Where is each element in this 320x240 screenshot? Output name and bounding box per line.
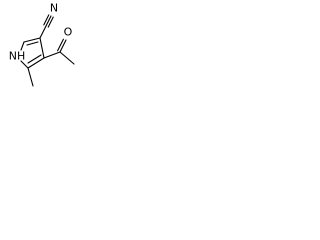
ring-bond-n1-c2 <box>20 41 25 51</box>
acetyl-methyl-bond <box>59 51 75 65</box>
ring-bond-c4-c5-inner <box>27 54 42 64</box>
nitrile-triple-bond-right <box>47 16 54 28</box>
ring-methyl-bond <box>27 67 34 87</box>
nitrile-triple-bond-left <box>43 14 50 26</box>
carbonyl-double-bond-inner <box>57 38 64 52</box>
nitrile-triple-bond-center <box>45 15 52 27</box>
ring-bond-c2-c3 <box>23 37 41 43</box>
molecule-structure: N NH O <box>9 2 75 87</box>
ring-methyl-group <box>27 67 34 87</box>
pyrrole-ring: NH <box>9 37 45 69</box>
ring-bond-c5-n1 <box>20 60 29 69</box>
ring-bond-c3-c4 <box>39 37 45 59</box>
nitrile-group: N <box>39 2 58 39</box>
nitrile-single-bond <box>39 25 47 39</box>
ring-bond-c2-c3-inner <box>26 41 39 46</box>
oxygen-label: O <box>64 26 73 39</box>
ring-nitrogen-label: NH <box>9 50 26 63</box>
acetyl-bond-ring <box>43 51 61 59</box>
carbonyl-double-bond-outer <box>59 39 67 53</box>
ring-bond-c4-c5 <box>27 57 45 69</box>
nitrile-nitrogen-label: N <box>50 2 58 15</box>
acetyl-group: O <box>43 26 75 65</box>
